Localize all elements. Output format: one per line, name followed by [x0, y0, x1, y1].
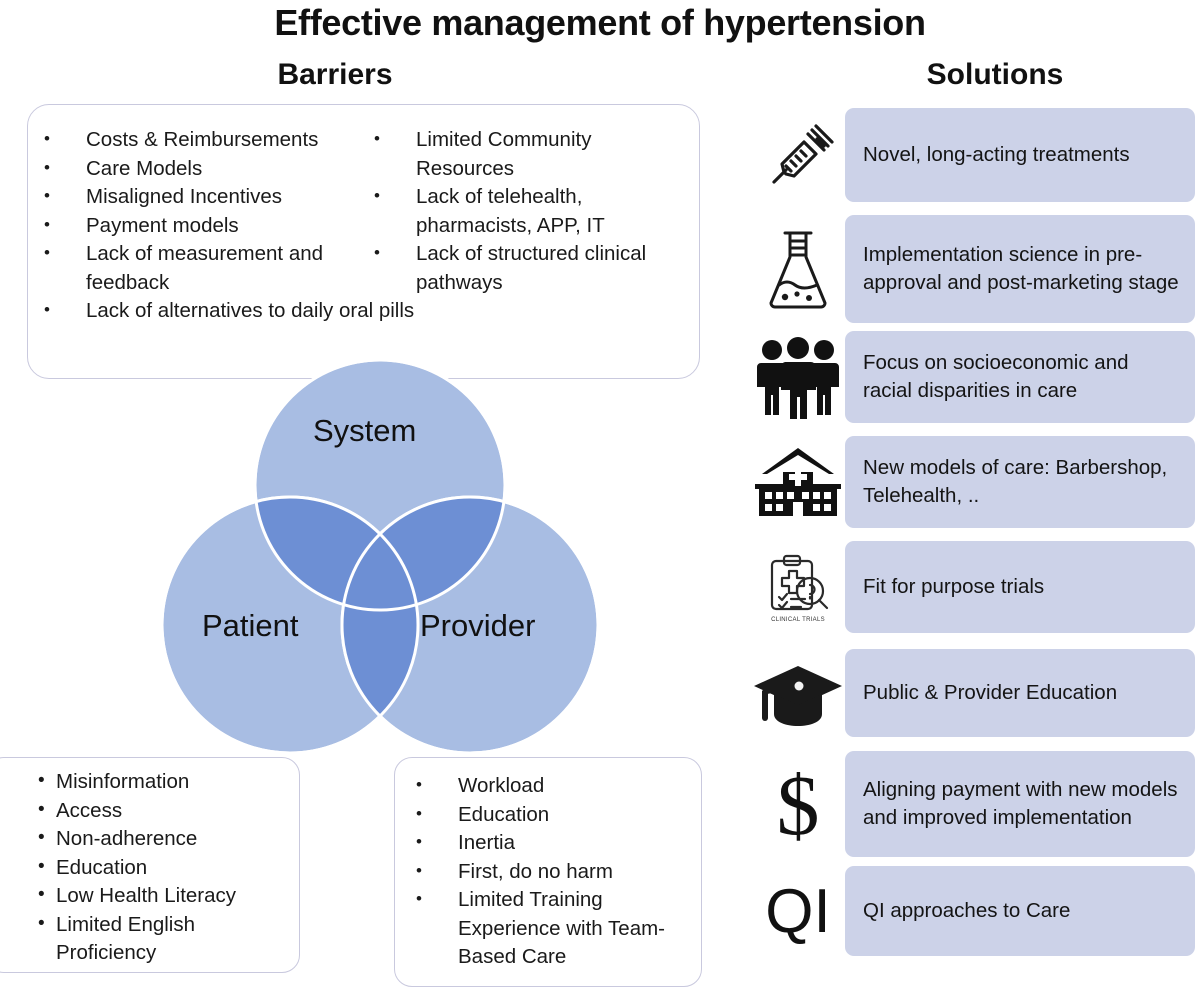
- solution-row-2: Implementation science in pre-approval a…: [745, 215, 1195, 325]
- solution-box-6[interactable]: Public & Provider Education: [845, 649, 1195, 737]
- syringe-icon: [750, 108, 846, 204]
- list-item: Education: [412, 800, 687, 830]
- hospital-icon: [750, 436, 846, 530]
- list-item: Lack of structured clinical pathways: [370, 239, 680, 297]
- list-item: Inertia: [412, 828, 687, 858]
- solution-label: Public & Provider Education: [863, 681, 1118, 704]
- provider-barriers-list: Workload Education Inertia First, do no …: [412, 771, 687, 972]
- system-barriers-right-list: Limited Community Resources Lack of tele…: [370, 125, 680, 297]
- solution-label: Fit for purpose trials: [863, 575, 1045, 598]
- list-item: Lack of alternatives to daily oral pills: [40, 296, 414, 326]
- clinical-trials-icon: CLINICAL TRIALS: [750, 541, 846, 635]
- list-item: Misaligned Incentives: [40, 182, 370, 212]
- solution-box-1[interactable]: Novel, long-acting treatments: [845, 108, 1195, 202]
- list-item: Non-adherence: [38, 824, 288, 854]
- solution-box-2[interactable]: Implementation science in pre-approval a…: [845, 215, 1195, 323]
- solution-label: New models of care: Barbershop, Teleheal…: [863, 456, 1168, 507]
- list-item: Lack of measurement and feedback: [40, 239, 370, 297]
- venn-diagram: System Patient Provider: [130, 325, 630, 770]
- solution-label: QI approaches to Care: [863, 899, 1071, 922]
- solution-row-6: Public & Provider Education: [745, 649, 1195, 739]
- graduation-cap-icon: [750, 649, 846, 739]
- solution-row-8: QI QI approaches to Care: [745, 866, 1195, 958]
- qi-glyph: QI: [765, 877, 831, 946]
- list-item: Misinformation: [38, 767, 288, 797]
- list-item: Care Models: [40, 154, 370, 184]
- list-item: First, do no harm: [412, 857, 687, 887]
- list-item: Access: [38, 796, 288, 826]
- solution-label: Novel, long-acting treatments: [863, 143, 1130, 166]
- solution-label: Implementation science in pre-approval a…: [863, 243, 1179, 294]
- people-group-icon: [750, 331, 846, 425]
- solution-box-3[interactable]: Focus on socioeconomic and racial dispar…: [845, 331, 1195, 423]
- solutions-column-heading: Solutions: [926, 58, 1064, 91]
- list-item: Payment models: [40, 211, 370, 241]
- solution-row-7: $ Aligning payment with new models and i…: [745, 751, 1195, 859]
- list-item: Costs & Reimbursements: [40, 125, 370, 155]
- solution-label: Focus on socioeconomic and racial dispar…: [863, 351, 1129, 402]
- barriers-column-heading: Barriers: [277, 58, 393, 91]
- patient-barriers-list: Misinformation Access Non-adherence Educ…: [38, 767, 288, 968]
- venn-label-provider: Provider: [420, 608, 536, 643]
- dollar-sign-icon: $: [776, 757, 820, 853]
- list-item: Education: [38, 853, 288, 883]
- page-title: Effective management of hypertension: [274, 2, 926, 43]
- list-item: Low Health Literacy: [38, 881, 288, 911]
- venn-svg: [160, 358, 600, 755]
- list-item: Limited Community Resources: [370, 125, 680, 183]
- list-item: Lack of telehealth, pharmacists, APP, IT: [370, 182, 680, 240]
- solution-row-5: CLINICAL TRIALS Fit for purpose trials: [745, 541, 1195, 635]
- solution-row-1: Novel, long-acting treatments: [745, 108, 1195, 204]
- solution-box-7[interactable]: Aligning payment with new models and imp…: [845, 751, 1195, 857]
- qi-text-icon: QI: [750, 866, 846, 958]
- system-barriers-left-list: Costs & Reimbursements Care Models Misal…: [40, 125, 414, 326]
- flask-icon: [750, 215, 846, 325]
- solution-box-4[interactable]: New models of care: Barbershop, Teleheal…: [845, 436, 1195, 528]
- solution-box-8[interactable]: QI approaches to Care: [845, 866, 1195, 956]
- icon-caption: CLINICAL TRIALS: [771, 617, 825, 623]
- solution-box-5[interactable]: Fit for purpose trials: [845, 541, 1195, 633]
- solution-row-4: New models of care: Barbershop, Teleheal…: [745, 436, 1195, 530]
- list-item: Workload: [412, 771, 687, 801]
- list-item: Limited Training Experience with Team-Ba…: [412, 885, 687, 972]
- solution-row-3: Focus on socioeconomic and racial dispar…: [745, 331, 1195, 425]
- venn-overlap-system-provider: [342, 497, 505, 610]
- venn-label-system: System: [313, 413, 417, 448]
- list-item: Limited English Proficiency: [38, 910, 288, 968]
- solution-label: Aligning payment with new models and imp…: [863, 778, 1178, 829]
- venn-label-patient: Patient: [202, 608, 299, 643]
- venn-overlap-system-patient: [255, 497, 418, 610]
